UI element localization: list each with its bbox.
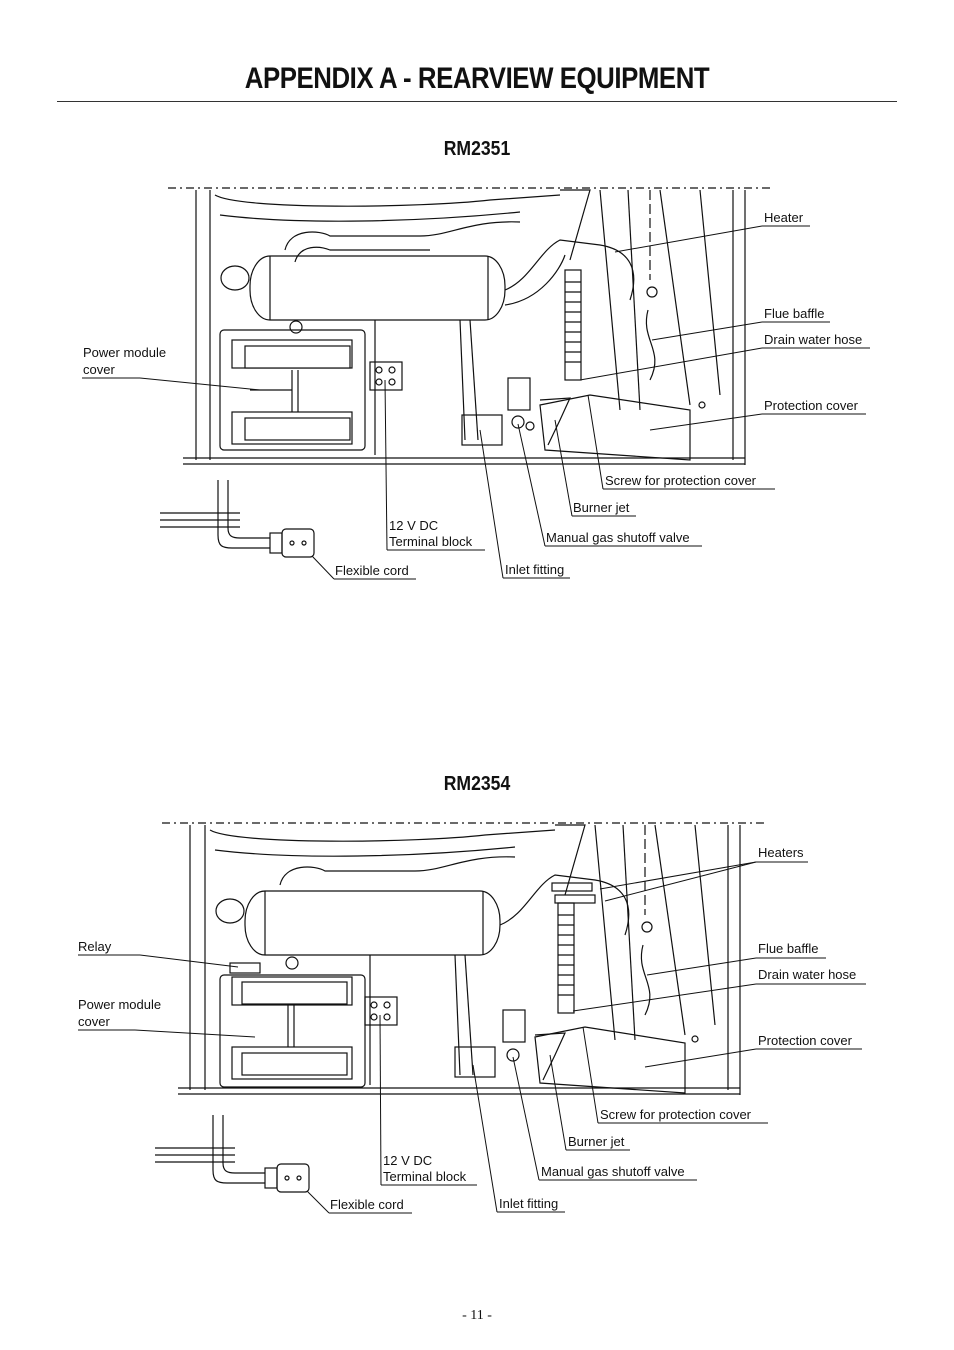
label-inlet-fitting: Inlet fitting [499,1196,558,1211]
leader-lines [78,861,866,1214]
label-flue-baffle: Flue baffle [758,941,818,956]
label-heater: Heater [764,210,804,225]
label-flue-baffle: Flue baffle [764,306,824,321]
label-drain-water-hose: Drain water hose [764,332,862,347]
label-inlet-fitting: Inlet fitting [505,562,564,577]
label-protection-cover: Protection cover [764,398,859,413]
label-screw-protection-cover: Screw for protection cover [605,473,757,488]
label-screw-protection-cover: Screw for protection cover [600,1107,752,1122]
label-protection-cover: Protection cover [758,1033,853,1048]
label-terminal-block-line2: Terminal block [389,534,473,549]
label-power-module-cover-line1: Power module [83,345,166,360]
equipment-drawing [155,822,765,1193]
label-burner-jet: Burner jet [568,1134,625,1149]
rearview-diagram-rm2351: Heater Flue baffle Drain water hose Prot… [82,187,870,580]
label-power-module-cover-line2: cover [83,362,115,377]
label-power-module-cover-line2: cover [78,1014,110,1029]
label-drain-water-hose: Drain water hose [758,967,856,982]
label-terminal-block-line1: 12 V DC [389,518,438,533]
page-title: APPENDIX A - REARVIEW EQUIPMENT [244,62,710,95]
page-number: - 11 - [462,1308,492,1323]
rearview-diagram-rm2354: Heaters Relay Flue baffle Drain water ho… [78,822,866,1214]
label-manual-gas-shutoff-valve: Manual gas shutoff valve [546,530,690,545]
model-heading-rm2351: RM2351 [443,138,511,160]
label-heaters: Heaters [758,845,804,860]
label-flexible-cord: Flexible cord [330,1197,404,1212]
label-power-module-cover-line1: Power module [78,997,161,1012]
equipment-drawing [160,187,770,558]
title-rule [57,101,897,102]
model-heading-rm2354: RM2354 [443,773,511,795]
label-flexible-cord: Flexible cord [335,563,409,578]
label-relay: Relay [78,939,112,954]
label-terminal-block-line1: 12 V DC [383,1153,432,1168]
leader-lines [82,225,870,580]
label-terminal-block-line2: Terminal block [383,1169,467,1184]
label-manual-gas-shutoff-valve: Manual gas shutoff valve [541,1164,685,1179]
label-burner-jet: Burner jet [573,500,630,515]
